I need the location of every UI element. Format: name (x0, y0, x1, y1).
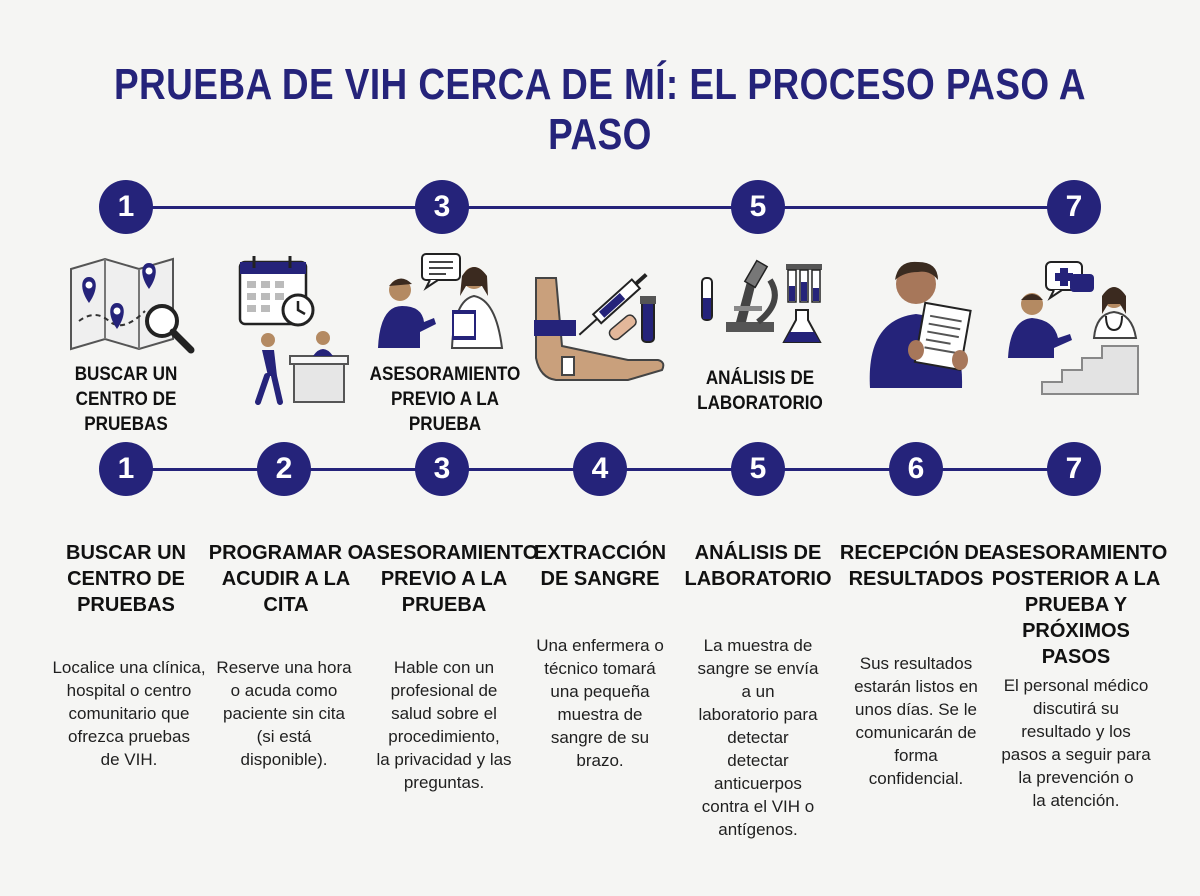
counseling-conversation-icon (372, 252, 517, 352)
step-title: RECEPCIÓN DE RESULTADOS (839, 542, 993, 590)
follow-up-consultation-icon (1002, 258, 1142, 398)
map-search-icon (65, 255, 200, 355)
step-badge-6: 6 (889, 442, 943, 496)
page-title: PRUEBA DE VIH CERCA DE MÍ: EL PROCESO PA… (113, 60, 1087, 159)
laboratory-microscope-icon (696, 258, 831, 350)
step-badge-4: 4 (573, 442, 627, 496)
icon-label-step1: BUSCAR UN CENTRO DE PRUEBAS (72, 362, 180, 437)
step-1-description: Localice una clínica, hospital o centro … (52, 658, 206, 769)
step-title: ANÁLISIS DE LABORATORIO (684, 542, 832, 590)
step-badge-2: 2 (257, 442, 311, 496)
step-6-description: Sus resultados estarán listos en unos dí… (854, 654, 978, 788)
step-7-heading: ASESORAMIENTO POSTERIOR A LA PRUEBA Y PR… (991, 540, 1168, 670)
step-badge-3: 3 (415, 442, 469, 496)
top-step-badge: 3 (415, 180, 469, 234)
step-4-heading: EXTRACCIÓN DE SANGRE (521, 540, 679, 592)
top-timeline-line (126, 206, 1074, 209)
icon-label-text: ANÁLISIS DE LABORATORIO (697, 368, 823, 414)
top-step-badge: 1 (99, 180, 153, 234)
icon-label-text: BUSCAR UN CENTRO DE PRUEBAS (74, 364, 178, 435)
step-title: EXTRACCIÓN DE SANGRE (533, 542, 667, 590)
step-5-description: La muestra de sangre se envía a un labor… (697, 636, 819, 839)
step-title: ASESORAMIENTO PREVIO A LA PRUEBA (362, 542, 539, 616)
step-badge-1: 1 (99, 442, 153, 496)
step-badge-5: 5 (731, 442, 785, 496)
results-document-icon (860, 258, 975, 390)
step-title: BUSCAR UN CENTRO DE PRUEBAS (66, 542, 186, 616)
step-1-heading: BUSCAR UN CENTRO DE PRUEBAS (47, 540, 205, 618)
blood-draw-icon (532, 262, 672, 390)
top-step-badge: 7 (1047, 180, 1101, 234)
icon-label-text: ASESORAMIENTO PREVIO A LA PRUEBA (369, 364, 521, 435)
step-2-description: Reserve una hora o acuda como paciente s… (216, 658, 352, 769)
step-badge-7: 7 (1047, 442, 1101, 496)
icon-label-step3: ASESORAMIENTO PREVIO A LA PRUEBA (369, 362, 522, 437)
step-7-description: El personal médico discutirá su resultad… (1001, 676, 1151, 810)
step-title: ASESORAMIENTO POSTERIOR A LA PRUEBA Y PR… (991, 542, 1168, 668)
step-3-description: Hable con un profesional de salud sobre … (376, 658, 512, 792)
step-2-heading: PROGRAMAR O ACUDIR A LA CITA (200, 540, 372, 618)
calendar-walk-in-icon (234, 252, 349, 407)
step-3-heading: ASESORAMIENTO PREVIO A LA PRUEBA (362, 540, 539, 618)
icon-label-step5: ANÁLISIS DE LABORATORIO (693, 366, 828, 416)
step-6-heading: RECEPCIÓN DE RESULTADOS (837, 540, 995, 592)
step-title: PROGRAMAR O ACUDIR A LA CITA (208, 542, 364, 616)
step-5-heading: ANÁLISIS DE LABORATORIO (679, 540, 837, 592)
top-step-badge: 5 (731, 180, 785, 234)
step-4-description: Una enfermera o técnico tomará una peque… (536, 636, 664, 770)
